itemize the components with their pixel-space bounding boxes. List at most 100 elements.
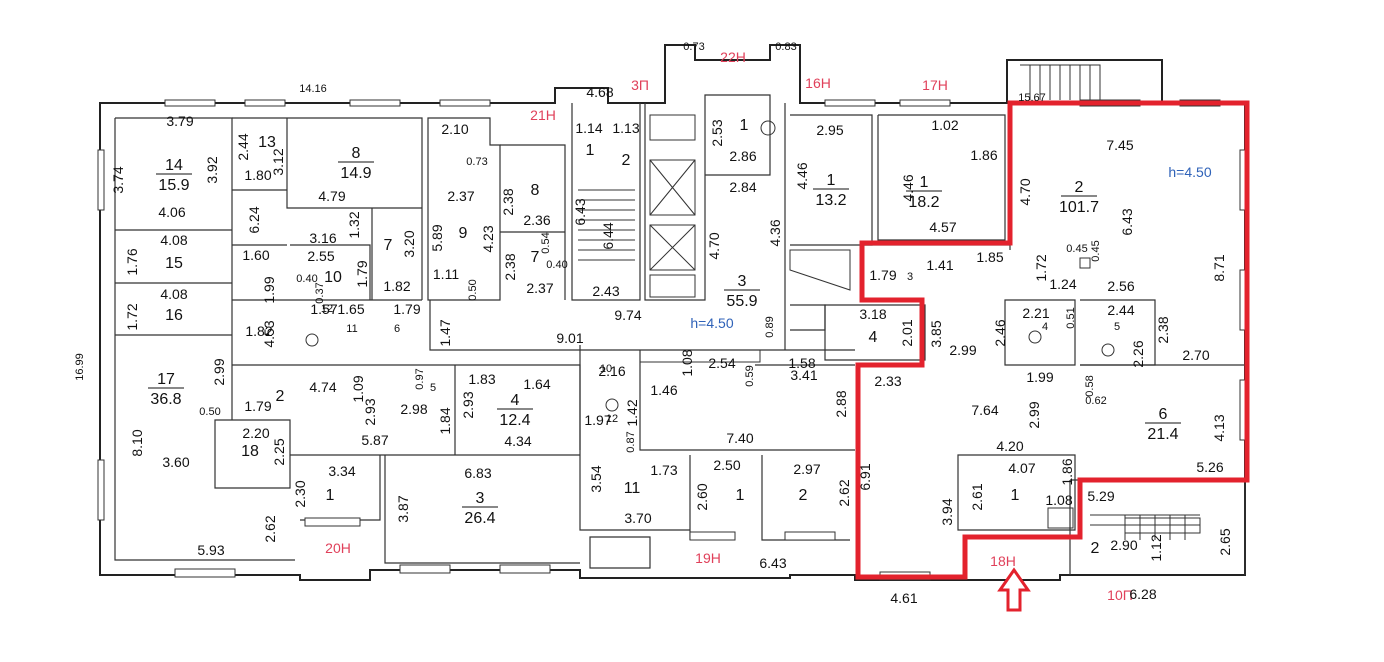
dimension-label: 3.87 <box>395 495 411 522</box>
dimension-label: 1.24 <box>1049 276 1076 292</box>
dimension-label: 2.38 <box>502 253 518 280</box>
room-area: 36.8 <box>150 391 181 408</box>
dimension-label: 3.70 <box>624 510 651 526</box>
dimension-label: 4.08 <box>160 286 187 302</box>
dimension-label: 4.46 <box>900 174 916 201</box>
room-number: 11 <box>624 480 641 497</box>
dimension-label: 1.82 <box>383 278 410 294</box>
dimension-label: 4.36 <box>767 219 783 246</box>
dimension-label: 5.93 <box>197 542 224 558</box>
dimension-label: 2.44 <box>235 133 251 160</box>
fixtures <box>305 64 1201 540</box>
dimension-label: 3.12 <box>270 148 286 175</box>
dimension-label: 1.82 <box>245 323 272 339</box>
dimension-label: 5.89 <box>429 224 445 251</box>
dimension-label: 1.08 <box>1045 492 1072 508</box>
dimension-label: 0.51 <box>1065 307 1077 328</box>
dimension-label: 5.26 <box>1196 459 1223 475</box>
unit-label: 3П <box>631 77 649 93</box>
dimension-label: 4.53 <box>261 320 277 347</box>
dimension-label: 1.14 <box>575 120 602 136</box>
dimension-label: 0.50 <box>467 279 479 300</box>
dimension-label: 2.30 <box>292 480 308 507</box>
dimension-label: 1.99 <box>261 276 277 303</box>
dimension-label: 9.01 <box>556 330 583 346</box>
dimension-label: 4.07 <box>1008 460 1035 476</box>
unit-label: 22Н <box>720 49 746 65</box>
dimension-label: 2.93 <box>362 398 378 425</box>
dimension-label: 8.10 <box>129 429 145 456</box>
dimension-label: 1.41 <box>926 257 953 273</box>
room-number: 4 <box>869 329 878 346</box>
room-area: 15.9 <box>158 177 189 194</box>
dimension-label: 2.43 <box>592 283 619 299</box>
dimension-label: 2.50 <box>713 457 740 473</box>
unit-label: 18Н <box>990 553 1016 569</box>
room-area: 13.2 <box>815 192 846 209</box>
ceiling-height-label: h=4.50 <box>690 315 733 331</box>
dimension-label: 0.45 <box>1066 243 1087 255</box>
dimension-label: 0.83 <box>775 41 796 53</box>
dimension-label: 2.38 <box>500 188 516 215</box>
dimension-label: 1.72 <box>1033 254 1049 281</box>
dimension-label: 3.16 <box>309 230 336 246</box>
room-number: 7 <box>531 249 540 266</box>
dimension-label: 7.64 <box>971 402 998 418</box>
room-number: 15 <box>165 255 183 272</box>
dimension-label: 2.93 <box>460 391 476 418</box>
dimension-label: 2.98 <box>400 401 427 417</box>
stairs-lines <box>578 189 635 261</box>
dimension-label: 2.38 <box>1155 316 1171 343</box>
dimension-label: 2.33 <box>874 373 901 389</box>
dimension-label: 0.54 <box>540 232 552 253</box>
dimension-label: 4.46 <box>794 162 810 189</box>
dimension-label: 3.20 <box>401 230 417 257</box>
dimension-label: 2.95 <box>816 122 843 138</box>
dimension-label: 1.12 <box>1148 534 1164 561</box>
room-area: 14.9 <box>340 165 371 182</box>
dimension-label: 0.37 <box>314 282 326 303</box>
room-area: 21.4 <box>1147 426 1178 443</box>
room-number: 7 <box>384 237 393 254</box>
room-number: 13 <box>258 134 276 151</box>
dimension-label: 1.11 <box>433 266 459 282</box>
dimension-label: 4.20 <box>996 438 1023 454</box>
dimension-label: 2.46 <box>992 319 1008 346</box>
dimension-label: 3.94 <box>939 498 955 525</box>
dimension-label: 2.37 <box>526 280 553 296</box>
dimension-label: 2.10 <box>441 121 468 137</box>
dimension-label: 2.25 <box>271 438 287 465</box>
dimension-label: 4.08 <box>160 232 187 248</box>
dimension-label: 2.86 <box>729 148 756 164</box>
room-number: 5 <box>1114 321 1120 333</box>
dimension-label: 1.42 <box>624 399 640 426</box>
room-number: 3 <box>476 490 485 507</box>
dimension-label: 1.76 <box>124 248 140 275</box>
dimension-label: 1.02 <box>931 117 958 133</box>
room-number: 1 <box>920 174 929 191</box>
dimension-label: 4.57 <box>929 219 956 235</box>
room-number: 2 <box>799 487 808 504</box>
unit-label: 20Н <box>325 540 351 556</box>
dimension-label: 15.67 <box>1018 92 1046 104</box>
dimension-label: 2.99 <box>949 342 976 358</box>
dimension-label: 1.86 <box>970 147 997 163</box>
dimension-label: 1.85 <box>976 249 1003 265</box>
room-number: 4 <box>511 392 520 409</box>
dimension-label: 6.28 <box>1129 586 1156 602</box>
dimension-label: 4.70 <box>706 232 722 259</box>
dimension-label: 2.56 <box>1107 278 1134 294</box>
dimension-label: 2.65 <box>1217 528 1233 555</box>
dimension-label: 3.41 <box>790 367 817 383</box>
dimension-label: 8.71 <box>1211 254 1227 281</box>
dimension-label: 1.97 <box>584 412 611 428</box>
dimension-label: 1.09 <box>350 375 366 402</box>
room-number: 11 <box>346 323 357 335</box>
room-number: 6 <box>1159 406 1168 423</box>
dimension-label: 2.62 <box>262 515 278 542</box>
unit-label: 16Н <box>805 75 831 91</box>
dimension-label: 6.91 <box>857 463 873 490</box>
